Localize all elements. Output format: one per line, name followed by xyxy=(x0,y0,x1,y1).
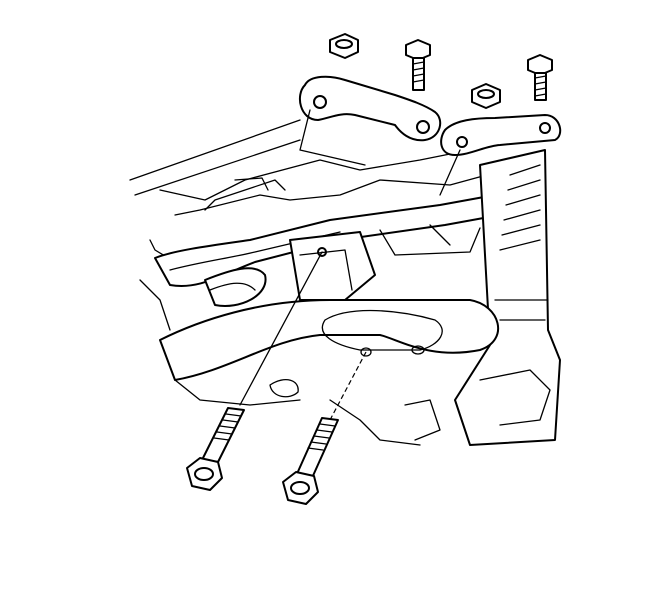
bracket-nut-right xyxy=(471,83,501,109)
underbody-frame xyxy=(159,299,500,446)
leader-lines xyxy=(239,109,461,421)
left-upper-bracket xyxy=(298,75,442,142)
bracket-bolt-left xyxy=(405,39,431,91)
bracket-nut-left xyxy=(329,33,359,59)
right-upper-bracket xyxy=(440,114,562,156)
vehicle-body-lines xyxy=(129,119,506,331)
mount-area xyxy=(204,224,481,307)
long-bolt-left xyxy=(186,407,245,491)
long-bolt-right xyxy=(282,417,339,505)
bracket-bolt-right xyxy=(527,54,553,101)
transmission-housing xyxy=(404,149,561,446)
